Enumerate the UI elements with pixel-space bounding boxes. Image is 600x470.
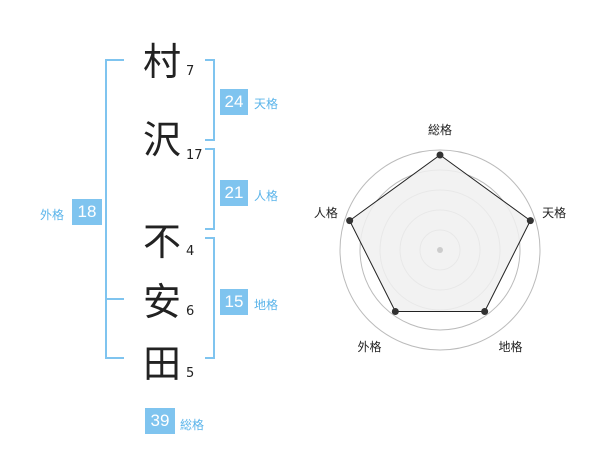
soukaku-label: 総格 (180, 418, 205, 432)
radar-ring (339, 149, 541, 351)
radar-center-dot (437, 247, 443, 253)
soukaku-value: 39 (145, 408, 175, 434)
name-char-5: 田 (142, 342, 181, 386)
radar-axis-label: 人格 (314, 205, 338, 220)
radar-point (481, 307, 489, 315)
radar-axis-label: 外格 (357, 339, 381, 354)
radar-axis-label: 天格 (542, 205, 566, 220)
jinkaku-value: 21 (220, 180, 248, 206)
name-char-1: 村 (142, 40, 181, 84)
radar-points (346, 151, 534, 315)
gaikaku-value: 18 (72, 199, 102, 225)
stroke-count-4: 6 (186, 304, 195, 319)
tenkaku-value: 24 (220, 89, 248, 115)
jinkaku-label: 人格 (254, 189, 279, 203)
stroke-count-5: 5 (186, 366, 195, 381)
tenkaku-label: 天格 (254, 97, 279, 111)
radar-point (436, 151, 444, 159)
radar-point (391, 307, 399, 315)
radar-point (346, 217, 354, 225)
radar-point (526, 217, 534, 225)
radar-axis-label: 総格 (428, 122, 452, 137)
name-char-3: 不 (142, 220, 181, 264)
stroke-count-3: 4 (186, 244, 195, 259)
stroke-count-1: 7 (186, 64, 195, 79)
stroke-count-2: 17 (186, 148, 203, 163)
chikaku-label: 地格 (254, 298, 279, 312)
radar-axis-label: 地格 (499, 339, 523, 354)
gaikaku-label: 外格 (40, 208, 65, 222)
name-char-4: 安 (142, 280, 181, 324)
name-char-2: 沢 (142, 118, 181, 162)
radar-polygon (349, 154, 531, 312)
chikaku-value: 15 (220, 289, 248, 315)
